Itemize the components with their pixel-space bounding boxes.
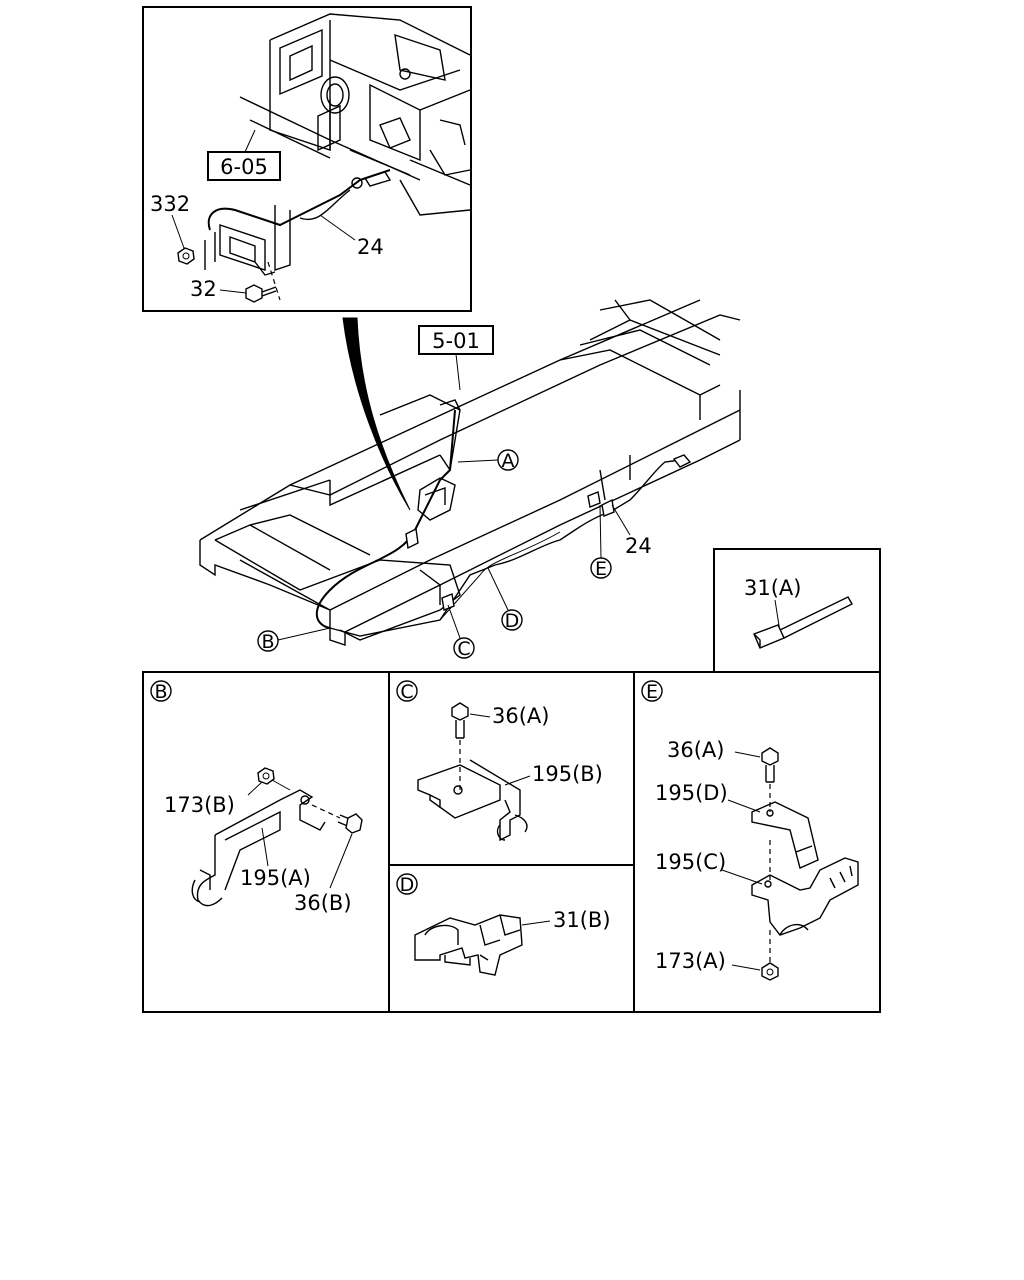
ref-box-6-05 — [207, 151, 281, 181]
panel-C-tag: C — [400, 681, 413, 703]
bracket-195A — [191, 789, 326, 907]
label-195B: 195(B) — [532, 762, 603, 786]
callout-D-letter: D — [505, 610, 520, 632]
callout-A: A — [457, 449, 519, 472]
ref-label-6-05: 6-05 — [220, 155, 268, 179]
panel-D-tag: D — [400, 874, 415, 896]
cable-tie-31A — [753, 596, 853, 649]
panel-D: D 31(B) — [396, 873, 611, 976]
callout-B-letter: B — [261, 631, 274, 653]
bracket-195B — [417, 759, 528, 842]
label-24-main: 24 — [625, 534, 652, 558]
bracket-195D — [751, 801, 819, 869]
callout-A-letter: A — [502, 450, 515, 472]
inset-top-detail: 6-05 332 24 32 — [142, 6, 472, 312]
label-195C: 195(C) — [655, 850, 726, 874]
callout-C: C — [447, 604, 475, 660]
clip-31B — [414, 914, 523, 976]
panel-C: C 36(A) 195(B) — [396, 680, 603, 842]
label-36B: 36(B) — [294, 891, 352, 915]
inset-31A: 31(A) — [713, 548, 881, 671]
main-frame-view — [199, 299, 741, 646]
panel-B-tag: B — [154, 681, 167, 703]
label-173B: 173(B) — [164, 793, 235, 817]
panel-grid-frame — [142, 671, 881, 1013]
inset-pointer-wedge — [342, 317, 411, 511]
label-195A: 195(A) — [240, 866, 311, 890]
harness-assembly-top — [204, 169, 392, 301]
label-31A: 31(A) — [744, 576, 801, 600]
label-24-top: 24 — [357, 235, 384, 259]
inset-top-frame — [142, 6, 472, 312]
label-332: 332 — [150, 192, 190, 216]
label-195D: 195(D) — [655, 781, 728, 805]
label-32: 32 — [190, 277, 217, 301]
nut-173B — [257, 767, 275, 785]
callout-C-letter: C — [457, 638, 470, 660]
nut-332 — [177, 247, 195, 265]
detail-panels — [142, 671, 881, 1013]
panel-E: E 36(A) 195(D) 195(C) 173(A) — [641, 680, 859, 981]
callout-D: D — [487, 567, 523, 632]
label-173A: 173(A) — [655, 949, 726, 973]
bolt-36A-E — [761, 747, 779, 812]
callout-E: E — [590, 504, 612, 580]
bolt-36B — [311, 804, 363, 834]
panel-B: B 173(B) 195(A) 36(B) — [150, 680, 363, 915]
nut-173A — [761, 962, 779, 981]
bracket-195C — [751, 857, 859, 936]
label-31B: 31(B) — [553, 908, 611, 932]
ref-5-01: 5-01 — [418, 325, 494, 391]
ref-label-5-01: 5-01 — [432, 329, 480, 353]
bolt-36A-C — [451, 702, 469, 790]
label-36A-E: 36(A) — [667, 738, 724, 762]
bulkhead-drawing — [239, 13, 471, 216]
bolt-32 — [245, 284, 277, 303]
callout-B: B — [257, 627, 331, 653]
label-36A-C: 36(A) — [492, 704, 549, 728]
ref-6-05: 6-05 — [207, 129, 281, 181]
panel-E-tag: E — [646, 681, 658, 703]
callout-E-letter: E — [595, 558, 607, 580]
